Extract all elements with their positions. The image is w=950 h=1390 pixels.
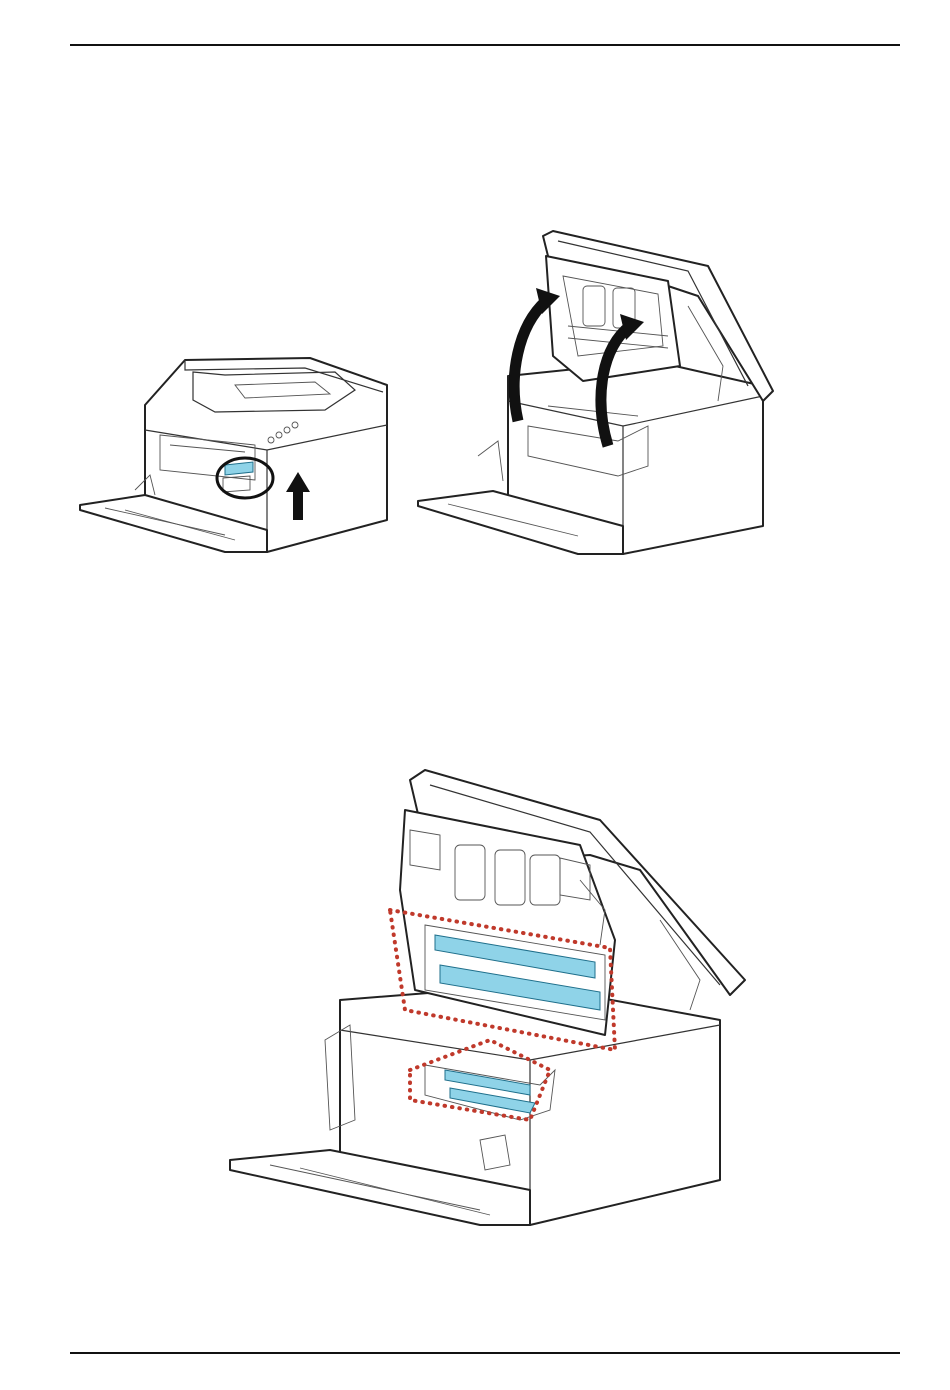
header-rule (70, 44, 900, 46)
scanner-open-illustration (418, 226, 778, 556)
scanner-closed-illustration (75, 330, 395, 555)
scanner-open-glass-illustration (230, 770, 750, 1230)
footer-rule (70, 1352, 900, 1354)
